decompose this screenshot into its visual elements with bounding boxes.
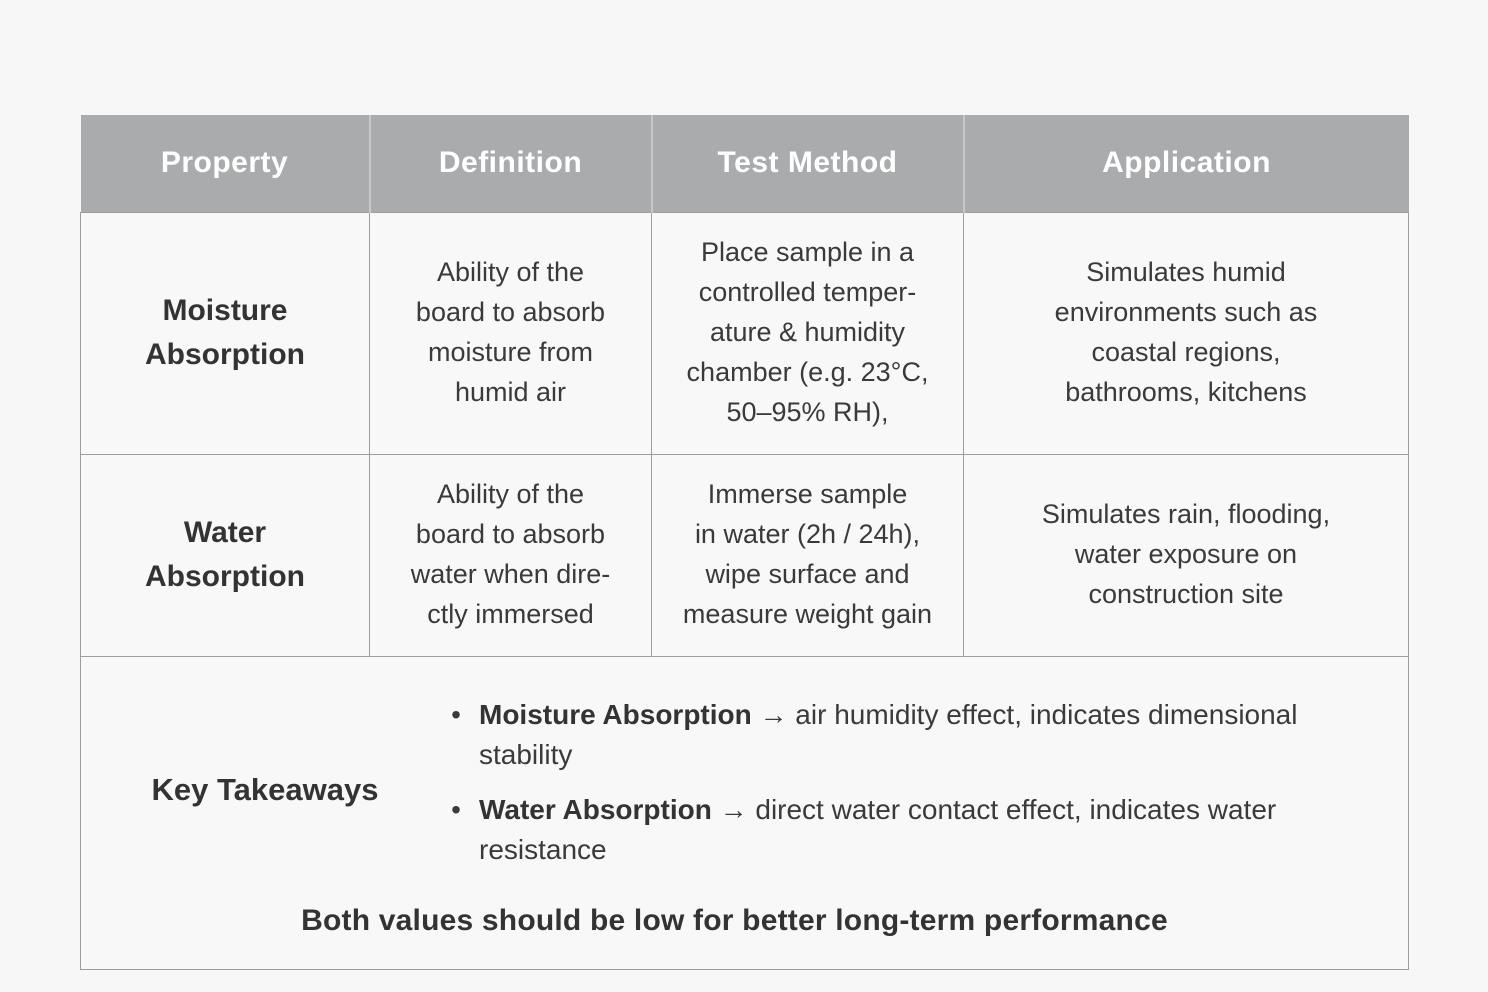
list-item: • Moisture Absorption → air humidity eff… — [449, 695, 1354, 776]
header-row: Property Definition Test Method Applicat… — [80, 115, 1409, 212]
bullet-marker: • — [451, 698, 461, 730]
bullet-rest: → direct water contact effect, indicates… — [479, 793, 1277, 866]
header-property: Property — [80, 115, 370, 212]
bullet-term: Moisture Absorption — [479, 698, 752, 730]
conclusion-text: Both values should be low for better lon… — [301, 903, 1168, 937]
cell-test-method: Immerse sample in water (2h / 24h), wipe… — [651, 453, 964, 657]
cell-application: Simulates humid environments such as coa… — [963, 211, 1409, 455]
key-takeaways-content: Key Takeaways • Moisture Absorption → ai… — [81, 695, 1388, 885]
header-test-method: Test Method — [650, 115, 964, 212]
bullet-term: Water Absorption — [479, 793, 712, 825]
key-takeaways-label: Key Takeaways — [151, 771, 379, 807]
bullet-marker: • — [451, 793, 461, 825]
cell-definition: Ability of the board to absorb moisture … — [369, 211, 652, 455]
key-takeaways-cell: Key Takeaways • Moisture Absorption → ai… — [80, 655, 1409, 971]
cell-application: Simulates rain, flooding, water exposure… — [963, 453, 1409, 657]
key-takeaways-list: • Moisture Absorption → air humidity eff… — [449, 695, 1354, 885]
bullet-text: Water Absorption → direct water contact … — [479, 790, 1354, 871]
table-row-water-absorption: Water Absorption Ability of the board to… — [80, 453, 1409, 657]
header-application: Application — [962, 115, 1409, 212]
cell-property: Moisture Absorption — [80, 211, 370, 455]
list-item: • Water Absorption → direct water contac… — [449, 790, 1354, 871]
cell-definition: Ability of the board to absorb water whe… — [369, 453, 652, 657]
properties-table: Property Definition Test Method Applicat… — [80, 115, 1409, 971]
key-takeaways-row: Key Takeaways • Moisture Absorption → ai… — [80, 655, 1409, 971]
header-definition: Definition — [368, 115, 652, 212]
table-row-moisture-absorption: Moisture Absorption Ability of the board… — [80, 211, 1409, 455]
cell-test-method: Place sample in a controlled temper- atu… — [651, 211, 964, 455]
cell-property: Water Absorption — [80, 453, 370, 657]
bullet-text: Moisture Absorption → air humidity effec… — [479, 695, 1354, 776]
bullet-rest: → air humidity effect, indicates dimensi… — [479, 698, 1298, 771]
